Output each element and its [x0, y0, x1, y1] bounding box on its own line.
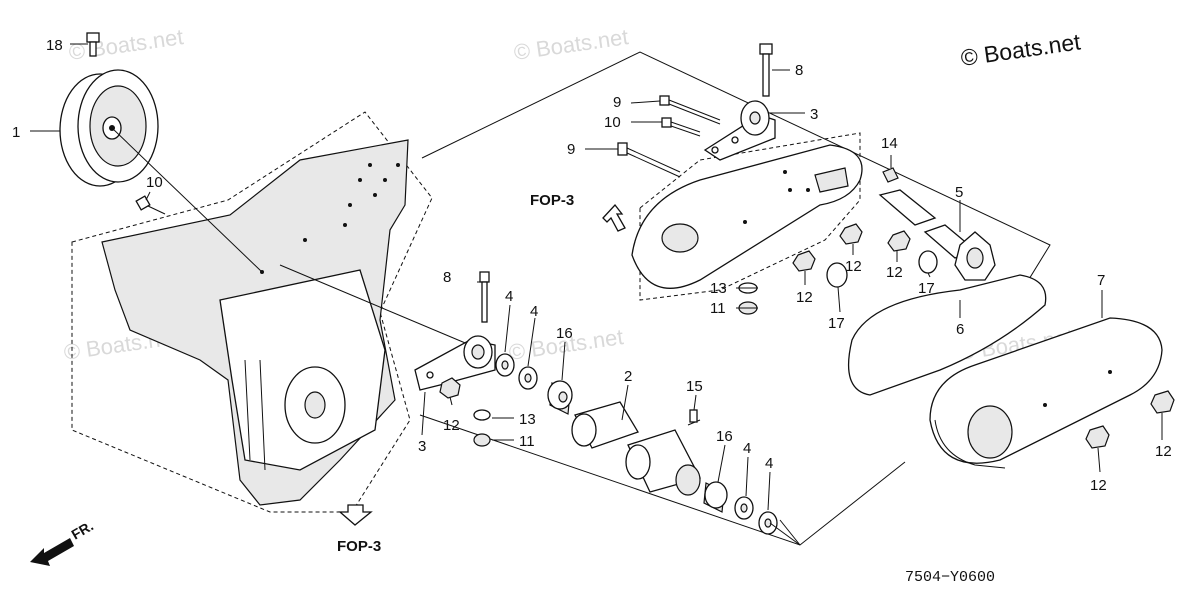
callout-14: 14: [881, 135, 898, 152]
fop-reference-lower: FOP-3: [337, 504, 381, 555]
tensioner-bracket: [279, 264, 496, 447]
watermark: © Boats.net: [67, 24, 185, 65]
arrow-down-icon: [338, 504, 373, 526]
callout-13: 13: [710, 280, 727, 297]
chain-case-inner-half: [631, 132, 863, 301]
callout-10: 10: [146, 174, 163, 191]
fop-label: FOP-3: [337, 538, 381, 555]
callout-12: 12: [796, 289, 813, 306]
callout-9: 9: [613, 94, 621, 111]
callout-17: 17: [918, 280, 935, 297]
washers-lower: [703, 481, 778, 535]
front-direction-indicator: FR.: [30, 517, 96, 566]
callout-11: 11: [710, 300, 726, 317]
callout-3: 3: [418, 438, 426, 455]
arrow-icon: [30, 538, 74, 566]
washers-upper: [495, 353, 573, 415]
callout-2: 2: [624, 368, 632, 385]
bolt: [135, 195, 166, 215]
callout-12: 12: [1090, 477, 1107, 494]
fop-reference-upper: FOP-3: [530, 192, 626, 232]
callout-8: 8: [443, 269, 451, 286]
callout-7: 7: [1097, 272, 1105, 289]
callout-9: 9: [567, 141, 575, 158]
diagram-code: 7504−Y0600: [905, 569, 995, 586]
upper-bracket: [617, 43, 776, 178]
callout-17: 17: [828, 315, 845, 332]
arrow-icon: [602, 203, 626, 232]
leader-lines: [30, 43, 1163, 546]
shaft-tubes: [571, 401, 701, 496]
copyright-label: © Boats.net: [959, 28, 1083, 71]
callout-12: 12: [1155, 443, 1172, 460]
callout-13: 13: [519, 411, 536, 428]
drive-chain: [848, 274, 1047, 396]
callout-4: 4: [743, 440, 751, 457]
callouts: 18 1 10 8 9 10 9 3 14 5 12 12 12 17 13 1…: [12, 37, 1172, 494]
callout-16: 16: [556, 325, 573, 342]
callout-12: 12: [443, 417, 460, 434]
callout-6: 6: [956, 321, 964, 338]
callout-8: 8: [795, 62, 803, 79]
callout-5: 5: [955, 184, 963, 201]
callout-12: 12: [845, 258, 862, 275]
callout-4: 4: [530, 303, 538, 320]
direction-label: FR.: [69, 517, 97, 542]
callout-4: 4: [505, 288, 513, 305]
callout-10: 10: [604, 114, 621, 131]
pulley: [59, 69, 159, 187]
chain-case-cover: [929, 317, 1175, 469]
callout-15: 15: [686, 378, 703, 395]
bolt: [86, 32, 100, 57]
watermark: © Boats.net: [512, 24, 630, 65]
callout-1: 1: [12, 124, 20, 141]
sprocket-shaft: [878, 167, 996, 281]
chain-case-assembly: [71, 111, 433, 513]
callout-11: 11: [519, 433, 535, 450]
flange-nuts: [792, 223, 911, 272]
callout-18: 18: [46, 37, 63, 54]
callout-16: 16: [716, 428, 733, 445]
callout-12: 12: [886, 264, 903, 281]
callout-3: 3: [810, 106, 818, 123]
fop-label: FOP-3: [530, 192, 574, 209]
callout-4: 4: [765, 455, 773, 472]
collars: [826, 250, 938, 288]
